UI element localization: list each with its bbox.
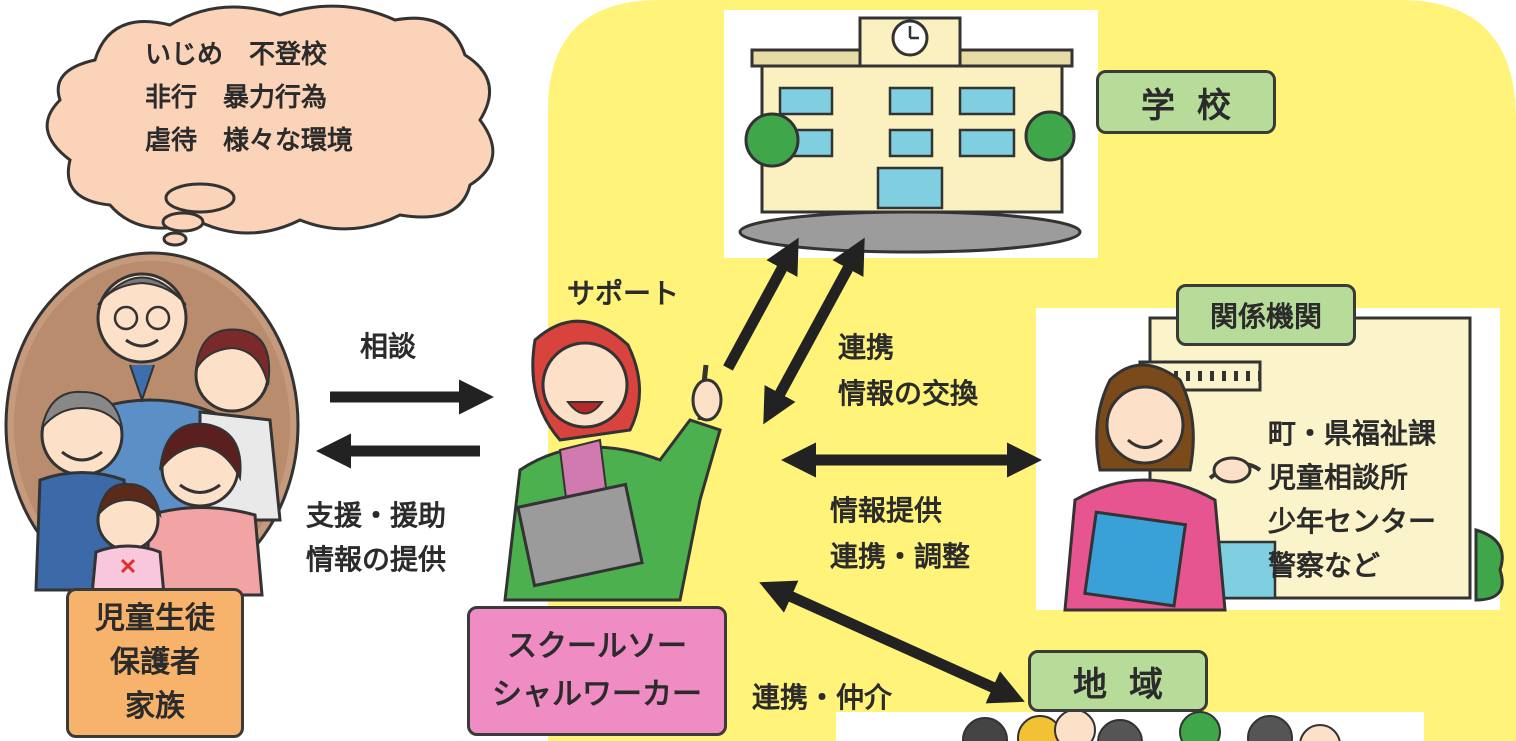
support-label: 支援・援助 情報の提供 <box>306 494 446 582</box>
social-worker-line: スクールソー <box>507 629 687 664</box>
agency-list-item: 少年センター <box>1268 505 1437 538</box>
social-worker-box: スクールソー シャルワーカー <box>467 606 727 736</box>
agency-list-item: 町・県福祉課 <box>1268 417 1437 450</box>
school-link-line: 連携 <box>838 331 895 364</box>
social-worker-line: シャルワーカー <box>492 677 702 712</box>
school-both-arrow <box>763 237 865 425</box>
cloud-line: いじめ 不登校 <box>145 40 328 70</box>
agency-list-item: 警察など <box>1268 549 1381 582</box>
cloud-line: 虐待 様々な環境 <box>145 126 354 156</box>
family-portrait-icon <box>4 251 300 599</box>
students-line: 児童生徒 <box>95 601 215 636</box>
cloud-line: 非行 暴力行為 <box>145 83 328 113</box>
connector-arrows <box>315 237 1043 704</box>
agency-label: 関係機関 <box>1176 284 1356 346</box>
school-link-label: 連携 情報の交換 <box>838 325 978 417</box>
community-label: 地域 <box>1028 650 1208 712</box>
cloud-text: いじめ 不登校 非行 暴力行為 虐待 様々な環境 <box>145 34 353 163</box>
agency-link-line: 連携・調整 <box>830 540 971 573</box>
school-label: 学校 <box>1096 70 1276 134</box>
community-arrow <box>759 580 1025 704</box>
thought-cloud <box>45 4 495 247</box>
community-crowd-icon <box>836 709 1424 741</box>
support-label-line: 情報の提供 <box>306 543 447 576</box>
agency-list: 町・県福祉課 児童相談所 少年センター 警察など <box>1268 412 1436 588</box>
social-worker-figure-icon <box>503 319 723 602</box>
community-link-label: 連携・仲介 <box>752 681 893 714</box>
consult-label: 相談 <box>360 330 417 363</box>
school-building-icon <box>724 10 1098 258</box>
support-top-label: サポート <box>567 277 680 310</box>
agency-link-line: 情報提供 <box>830 494 943 527</box>
students-line: 家族 <box>125 689 185 724</box>
school-link-line: 情報の交換 <box>838 377 979 410</box>
support-label-line: 支援・援助 <box>306 499 447 532</box>
students-line: 保護者 <box>110 645 200 680</box>
agency-list-item: 児童相談所 <box>1268 461 1409 494</box>
agency-officer-figure-icon <box>1063 363 1262 612</box>
agency-link-label: 情報提供 連携・調整 <box>830 488 970 580</box>
students-box: 児童生徒 保護者 家族 <box>66 588 244 738</box>
